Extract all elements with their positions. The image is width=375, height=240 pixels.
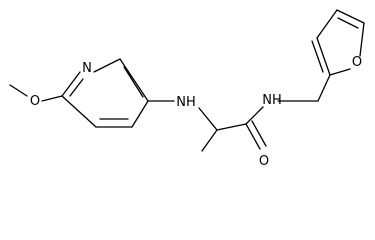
ring-double-bond <box>69 78 84 97</box>
furan-oxygen-label: O <box>352 55 362 70</box>
methoxy-oxygen-label: O <box>30 94 40 109</box>
carbonyl-oxygen-label: O <box>259 154 269 169</box>
amine-nh-label: NH <box>176 95 196 110</box>
pyridine-ring <box>61 58 149 128</box>
ring-bond <box>131 100 149 128</box>
furan-ring <box>311 9 365 76</box>
ring-double-bond <box>311 40 324 73</box>
carbonyl-nh-bond <box>245 106 264 125</box>
methoxy-group <box>9 84 63 102</box>
ring-bond <box>316 37 331 76</box>
carbonyl-double-bond <box>245 123 261 150</box>
ring-bond <box>359 22 365 57</box>
carbonyl-double-bond <box>251 120 267 147</box>
alpha-carbonyl-bond <box>216 123 247 131</box>
alpha-methyl-bond <box>201 129 218 152</box>
ring-double-bond <box>123 66 144 98</box>
chemical-structure: N O NH NH O O <box>9 9 365 169</box>
ring-double-bond <box>337 17 359 29</box>
ring-bond <box>336 9 365 24</box>
ring-bond <box>93 58 121 73</box>
nh-alpha-bond <box>198 107 218 131</box>
ring-bond <box>61 71 81 97</box>
ring-bond <box>61 95 97 128</box>
amide-nh-label: NH <box>262 93 282 108</box>
methyl-bond <box>9 84 28 97</box>
ch2-furan-bond <box>317 74 331 102</box>
ring-bond <box>316 9 338 39</box>
o-ring-bond <box>41 95 63 102</box>
ring-bond <box>119 58 149 102</box>
pyridine-nitrogen-label: N <box>82 61 92 76</box>
ring-bond <box>329 68 351 76</box>
